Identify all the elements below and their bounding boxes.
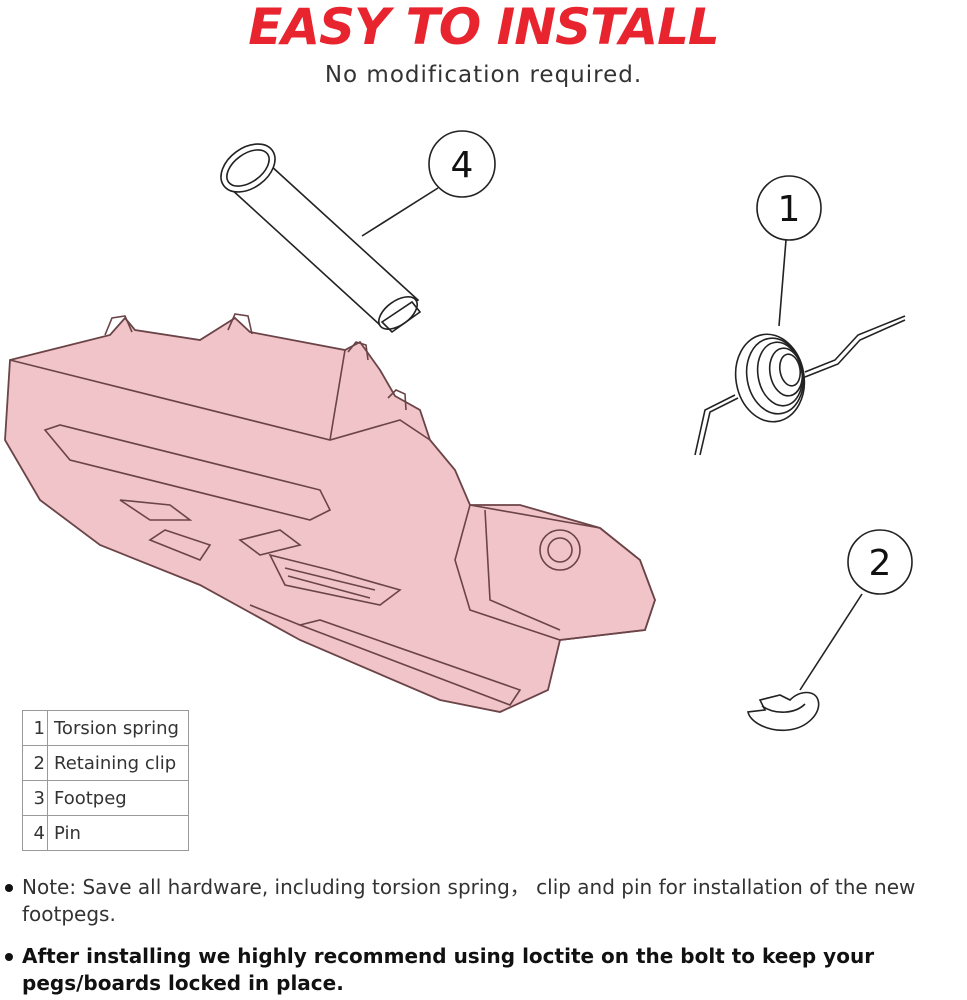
bullet-icon [5, 884, 13, 892]
torsion-spring-illustration [694, 315, 906, 456]
legend-number: 1 [22, 710, 48, 746]
page-title: EASY TO INSTALL [248, 0, 720, 56]
callout-4: 4 [428, 130, 496, 198]
callout-1: 1 [756, 175, 822, 241]
legend-number: 3 [22, 780, 48, 816]
notes-section: Note: Save all hardware, including torsi… [0, 874, 967, 997]
legend-row: 1 Torsion spring [22, 710, 189, 746]
parts-legend-table: 1 Torsion spring 2 Retaining clip 3 Foot… [22, 710, 189, 851]
legend-row: 3 Footpeg [22, 780, 189, 816]
retaining-clip-illustration [747, 691, 820, 732]
callout-2-number: 2 [869, 543, 892, 584]
legend-number: 4 [22, 815, 48, 851]
callout-2: 2 [847, 529, 913, 595]
legend-number: 2 [22, 745, 48, 781]
legend-row: 2 Retaining clip [22, 745, 189, 781]
hardware-note-text: Note: Save all hardware, including torsi… [22, 875, 916, 926]
callout-1-number: 1 [778, 189, 801, 230]
hardware-note: Note: Save all hardware, including torsi… [0, 874, 967, 928]
legend-name: Torsion spring [47, 710, 189, 746]
legend-name: Footpeg [47, 780, 189, 816]
legend-row: 4 Pin [22, 815, 189, 851]
legend-name: Retaining clip [47, 745, 189, 781]
page-subtitle: No modification required. [324, 62, 643, 88]
callout-4-number: 4 [451, 145, 474, 186]
loctite-note-text: After installing we highly recommend usi… [22, 944, 875, 995]
bullet-icon [5, 953, 13, 961]
footpeg-illustration [4, 313, 656, 713]
pin-illustration [220, 143, 422, 334]
legend-name: Pin [47, 815, 189, 851]
loctite-note: After installing we highly recommend usi… [0, 943, 967, 997]
